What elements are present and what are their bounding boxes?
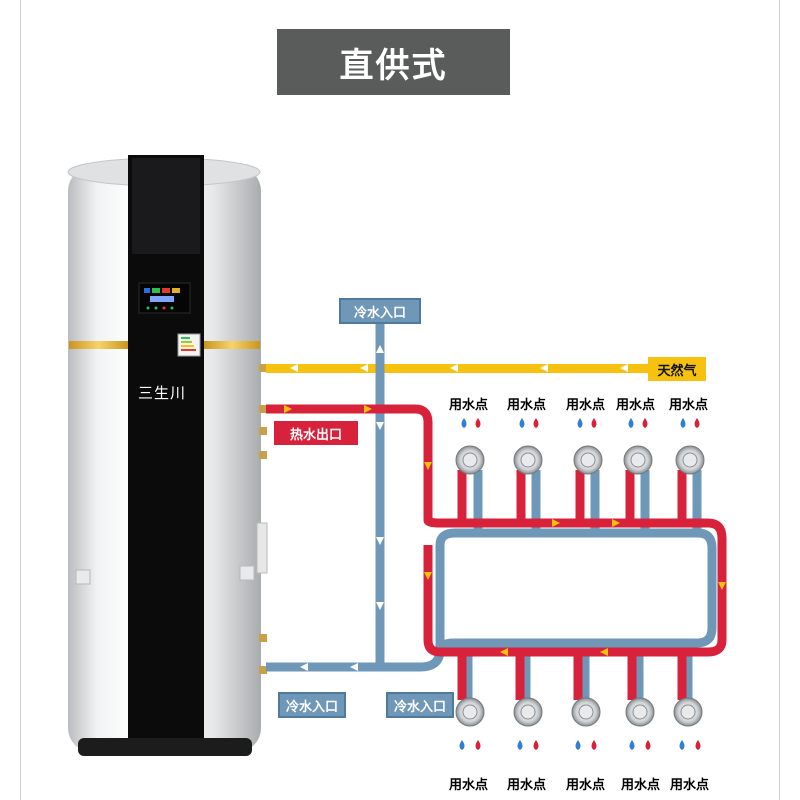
hot-flow-arrows: [284, 405, 726, 656]
water-point-label: 用水点: [616, 398, 656, 413]
water-point-label: 用水点: [507, 778, 547, 793]
cold-inlet-bottom-left-tag: 冷水入口: [278, 692, 346, 718]
water-point-label: 用水点: [670, 778, 710, 793]
water-point-label: 用水点: [507, 398, 547, 413]
top-valves: [455, 445, 705, 475]
water-point-label: 用水点: [669, 398, 709, 413]
frame-left-line: [20, 0, 21, 800]
water-heater-tank: [67, 155, 268, 756]
hot-water-pipes: [266, 404, 727, 700]
water-point-label: 用水点: [621, 778, 661, 793]
water-point-label: 用水点: [449, 398, 489, 413]
frame-right-line: [779, 0, 780, 800]
cold-inlet-bottom-mid-tag: 冷水入口: [386, 692, 454, 718]
water-point-label: 用水点: [566, 398, 606, 413]
hot-outlet-tag: 热水出口: [274, 421, 358, 445]
top-drops: [461, 418, 700, 428]
flow-arrow-icon: [290, 345, 628, 671]
cold-water-pipes: [266, 322, 717, 700]
brand-logo-text: 三生川: [138, 384, 187, 402]
water-point-label: 用水点: [566, 778, 606, 793]
red-drop-icon: [475, 418, 481, 428]
bottom-valves: [455, 697, 703, 727]
bottom-drops: [459, 740, 701, 750]
page-title: 直供式: [277, 29, 510, 95]
blue-drop-icon: [461, 418, 467, 428]
cold-inlet-top-tag: 冷水入口: [339, 298, 421, 324]
water-point-label: 用水点: [449, 778, 489, 793]
gas-tag: 天然气: [648, 357, 706, 381]
